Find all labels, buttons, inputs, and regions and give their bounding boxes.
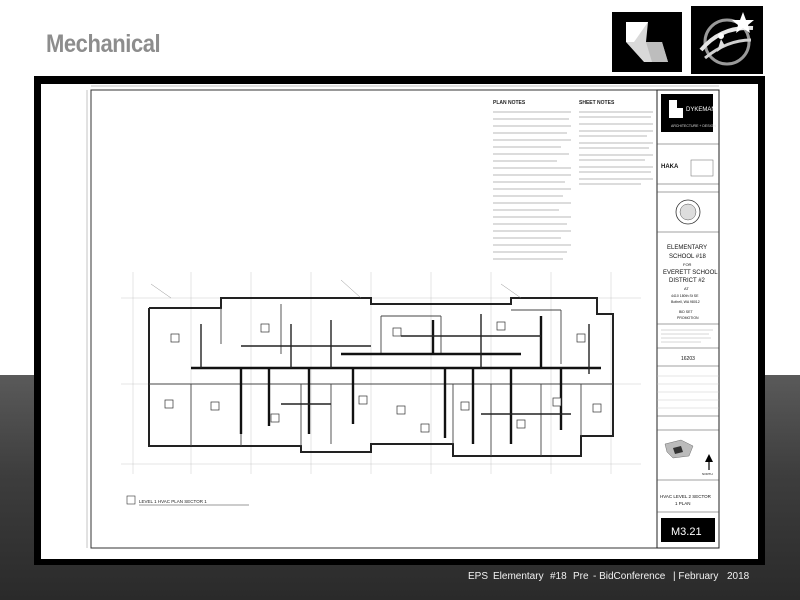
- mechanical-drawing-sheet: DYKEMAN ARCHITECTURE + DESIGN HAKA ELEME…: [41, 84, 758, 559]
- floor-plan: [121, 272, 641, 474]
- project-line-4: EVERETT SCHOOL: [663, 270, 718, 276]
- footer-text-1: EPS: [468, 571, 489, 582]
- project-number: 16203: [681, 356, 695, 362]
- footer-text-4: Pre: [573, 571, 589, 582]
- consultant-name: HAKA: [661, 164, 679, 170]
- plan-notes-heading: PLAN NOTES: [493, 100, 526, 106]
- sheet-title-line-2: 1 PLAN: [675, 501, 691, 506]
- footer-text-6: | February: [673, 571, 719, 582]
- plan-notes-list: [493, 111, 571, 260]
- project-line-8: Bothell, WA 98012: [671, 300, 700, 304]
- project-line-7: 4410 180th St SE: [671, 294, 699, 298]
- sheet-notes-heading: SHEET NOTES: [579, 100, 615, 106]
- project-line-1: ELEMENTARY: [667, 245, 707, 251]
- slide-title: Mechanical: [46, 30, 161, 58]
- phase-line-2: PROMOTION: [677, 316, 699, 320]
- sheet-title-line-1: HVAC LEVEL 2 SECTOR: [660, 494, 712, 499]
- footer-text-5: - BidConference: [593, 571, 666, 582]
- firm-sub: ARCHITECTURE + DESIGN: [671, 124, 716, 128]
- hvac-plan-drawing: DYKEMAN ARCHITECTURE + DESIGN HAKA ELEME…: [86, 85, 720, 549]
- project-line-6: AT: [684, 286, 689, 291]
- project-line-5: DISTRICT #2: [669, 278, 706, 284]
- project-line-3: FOR: [683, 262, 692, 267]
- project-line-2: SCHOOL #18: [669, 254, 706, 260]
- north-label: NORTH: [702, 472, 713, 476]
- plan-caption: LEVEL 1 HVAC PLAN SECTOR 1: [139, 499, 207, 504]
- phase-line-1: BID SET: [679, 310, 693, 314]
- footer-text-3: #18: [550, 571, 567, 582]
- district-logo-icon: [612, 12, 682, 72]
- star-swoosh-logo-icon: [691, 6, 763, 74]
- footer-text-2: Elementary: [493, 571, 544, 582]
- firm-name: DYKEMAN: [686, 107, 716, 113]
- sheet-number: M3.21: [671, 526, 702, 538]
- footer-text-7: 2018: [727, 571, 750, 582]
- sheet-notes-list: [579, 111, 653, 185]
